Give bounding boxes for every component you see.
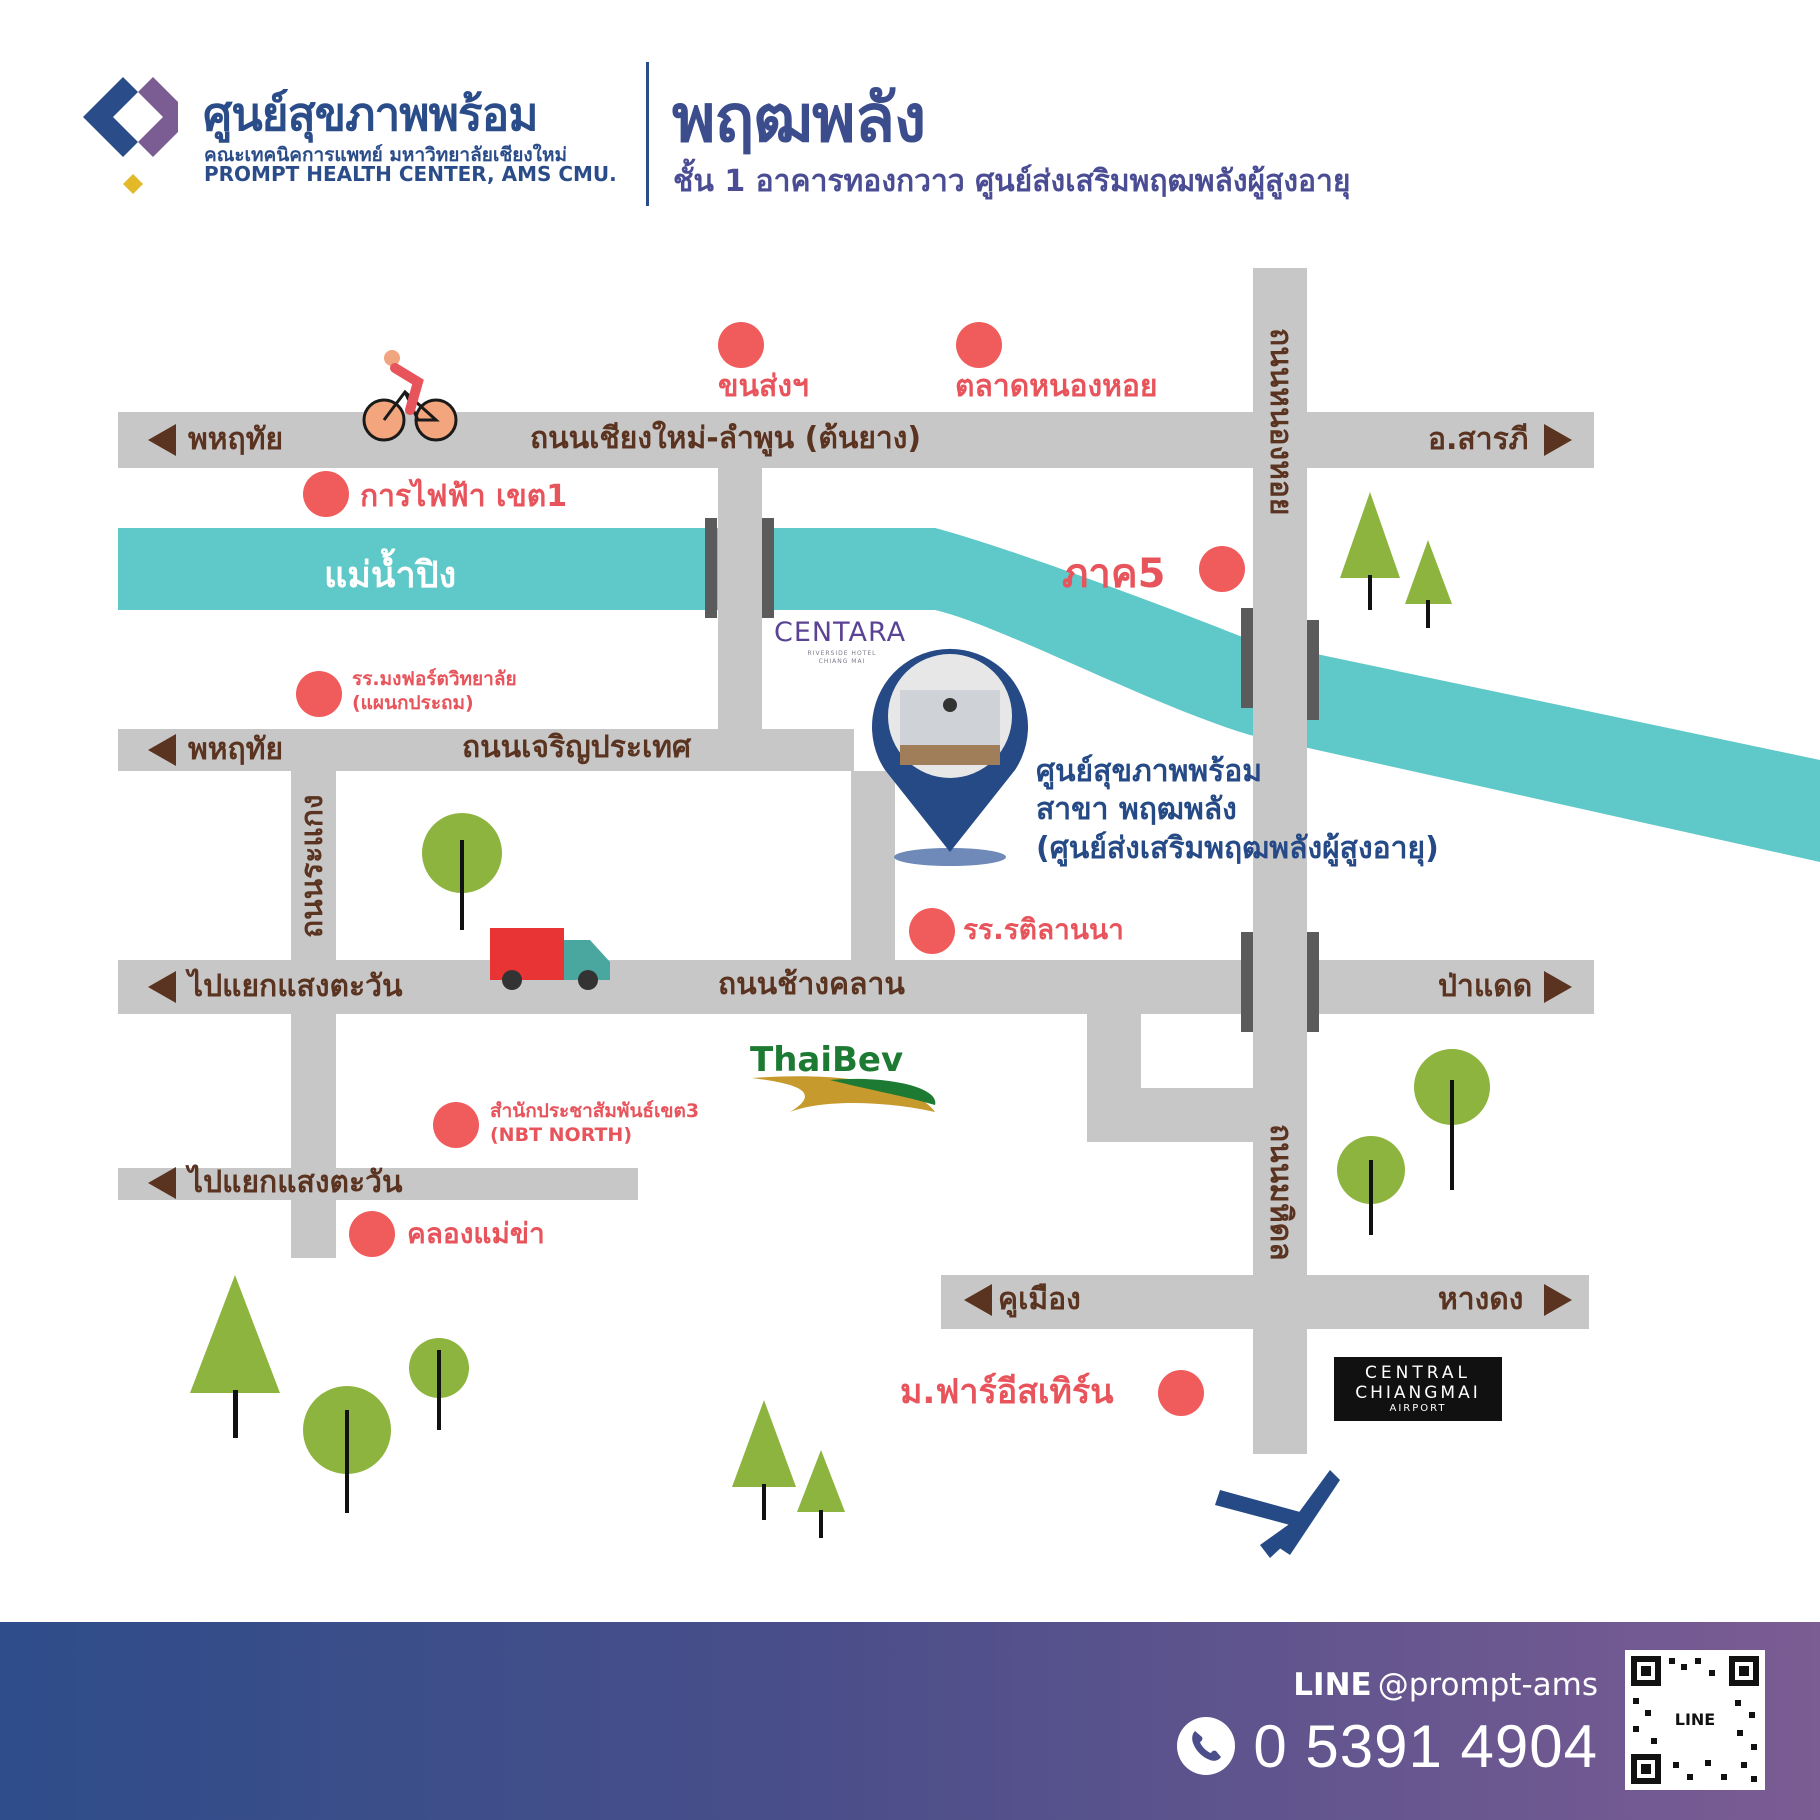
truck-icon xyxy=(490,928,610,990)
poi-prd-line1: สำนักประชาสัมพันธ์เขต3 xyxy=(490,1100,700,1122)
poi-montfort-line2: (แผนกประถม) xyxy=(352,691,474,714)
poi-prd: สำนักประชาสัมพันธ์เขต3 (NBT NORTH) xyxy=(490,1100,699,1148)
direction-left-mahidol: คูเมือง xyxy=(998,1282,1081,1317)
destination-line1: ศูนย์สุขภาพพร้อม xyxy=(1036,754,1263,789)
centara-logo-sub: RIVERSIDE HOTEL CHIANG MAI xyxy=(807,650,877,665)
poi-dots xyxy=(296,322,1245,1416)
destination-line2: สาขา พฤฒพลัง xyxy=(1036,792,1237,828)
thaibev-logo: ThaiBev xyxy=(750,1040,904,1080)
airplane-icon xyxy=(1215,1470,1340,1558)
poi-montfort: รร.มงฟอร์ตวิทยาลัย (แผนกประถม) xyxy=(352,668,517,716)
line-label: LINE xyxy=(1293,1667,1372,1703)
brand-english-name: PROMPT HEALTH CENTER, AMS CMU. xyxy=(204,162,617,186)
central-airport-logo: CENTRAL CHIANGMAI AIRPORT xyxy=(1334,1357,1502,1421)
tree-icons xyxy=(190,492,1490,1538)
header-divider xyxy=(646,62,649,206)
bridge-marks xyxy=(705,518,1319,1032)
poi-region5: ภาค5 xyxy=(1062,551,1166,597)
road-label-charoen-prathet: ถนนเจริญประเทศ xyxy=(462,730,692,765)
poi-nong-hoi-market: ตลาดหนองหอย xyxy=(955,369,1158,404)
qr-code-icon[interactable]: LINE xyxy=(1625,1650,1765,1790)
road-label-rakaeng: ถนนระแกง xyxy=(295,794,330,938)
phone-number[interactable]: 0 5391 4904 xyxy=(1253,1713,1598,1780)
phone-icon xyxy=(1177,1717,1235,1775)
road-label-chang-klan: ถนนช้างคลาน xyxy=(718,967,905,1002)
poi-electricity: การไฟฟ้า เขต1 xyxy=(360,479,568,514)
branch-location: ชั้น 1 อาคารทองกวาว ศูนย์ส่งเสริมพฤฒพลัง… xyxy=(673,164,1351,199)
central-logo-line3: AIRPORT xyxy=(1389,1403,1447,1414)
river-label: แม่น้ำปิง xyxy=(324,555,457,596)
direction-arrows xyxy=(148,424,1572,1316)
line-id: @prompt-ams xyxy=(1377,1667,1598,1703)
central-logo-line2: CHIANGMAI xyxy=(1355,1383,1481,1403)
direction-left-middle: พหฤทัย xyxy=(188,732,284,767)
brand-faculty: คณะเทคนิคการแพทย์ มหาวิทยาลัยเชียงใหม่ xyxy=(204,144,568,166)
destination-label: ศูนย์สุขภาพพร้อม สาขา พฤฒพลัง (ศูนย์ส่งเ… xyxy=(1036,753,1439,868)
brand-name: ศูนย์สุขภาพพร้อม xyxy=(203,87,539,141)
centara-logo: CENTARA xyxy=(774,617,907,648)
location-pin-icon xyxy=(872,648,1028,866)
direction-right-top: อ.สารภี xyxy=(1428,422,1529,457)
direction-right-chang-klan: ป่าแดด xyxy=(1438,969,1533,1004)
direction-left-top: พหฤทัย xyxy=(188,422,284,457)
poi-transport-co: ขนส่งฯ xyxy=(718,369,809,404)
poi-mae-kha: คลองแม่ข่า xyxy=(407,1217,545,1250)
direction-left-chang-klan: ไปแยกแสงตะวัน xyxy=(188,969,403,1004)
direction-left-bottom: ไปแยกแสงตะวัน xyxy=(188,1165,403,1200)
qr-line-label: LINE xyxy=(1675,1710,1715,1729)
road-label-chiangmai-lamphun: ถนนเชียงใหม่-ลำพูน (ต้นยาง) xyxy=(530,421,922,456)
destination-line3: (ศูนย์ส่งเสริมพฤฒพลังผู้สูงอายุ) xyxy=(1036,830,1439,866)
road-network xyxy=(118,268,1594,1454)
road-label-mahidol: ถนนมหิดล xyxy=(1263,1124,1298,1261)
central-logo-line1: CENTRAL xyxy=(1365,1363,1471,1383)
brand-logo-icon xyxy=(83,77,178,194)
footer-bar xyxy=(0,1622,1820,1820)
cyclist-icon xyxy=(362,350,458,442)
poi-prd-line2: (NBT NORTH) xyxy=(490,1123,633,1146)
thaibev-swoosh-icon xyxy=(752,1076,936,1112)
ping-river xyxy=(118,528,1820,862)
branch-name: พฤฒพลัง xyxy=(672,80,926,157)
poi-dara-lanna: รร.รติลานนา xyxy=(963,913,1124,946)
road-label-nong-hoi: ถนนหนองหอย xyxy=(1263,328,1298,516)
poi-montfort-line1: รร.มงฟอร์ตวิทยาลัย xyxy=(352,668,517,690)
poi-far-eastern: ม.ฟาร์อีสเทิร์น xyxy=(900,1372,1114,1412)
direction-right-mahidol: หางดง xyxy=(1438,1282,1524,1317)
line-contact[interactable]: LINE@prompt-ams xyxy=(1293,1667,1598,1703)
